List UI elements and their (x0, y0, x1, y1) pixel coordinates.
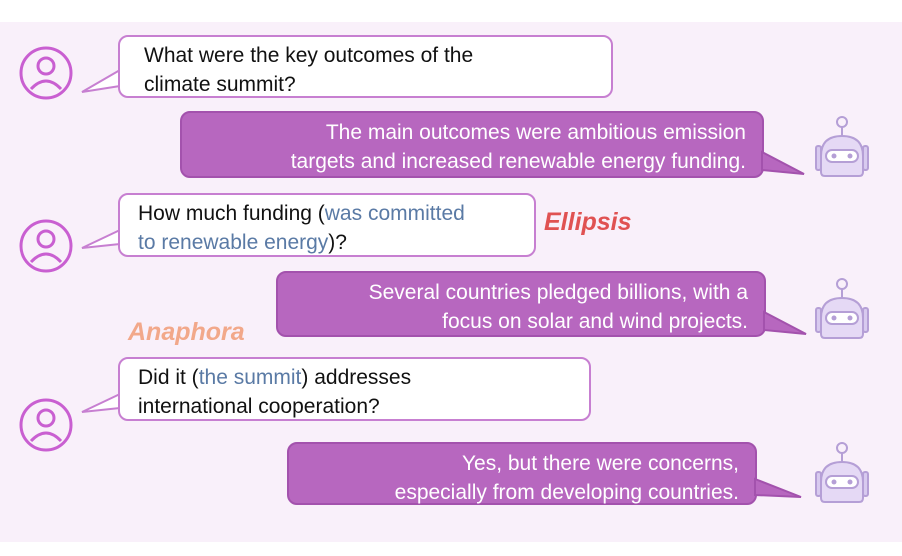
robot-icon (815, 278, 869, 339)
anaphora-label: Anaphora (128, 318, 245, 346)
message-line: Several countries pledged billions, with… (368, 281, 748, 304)
anaphora-resolved-text: the summit (198, 366, 302, 389)
bubble-tail (81, 229, 121, 249)
message-text: ) addresses (301, 366, 412, 389)
message-line: focus on solar and wind projects. (442, 310, 748, 333)
ellipsis-restored-text: was committed (324, 202, 465, 225)
assistant-message-2: Several countries pledged billions, with… (276, 271, 766, 337)
message-line: climate summit? (144, 73, 296, 96)
user-icon (19, 398, 73, 452)
user-message-1: What were the key outcomes of the climat… (118, 35, 613, 98)
bubble-tail (81, 393, 121, 413)
message-text: Did it ( (138, 366, 199, 389)
message-line: to renewable energy)? (138, 228, 518, 257)
user-icon (19, 46, 73, 100)
message-line: The main outcomes were ambitious emissio… (325, 121, 746, 144)
message-line: How much funding (was committed (138, 199, 518, 228)
user-icon (19, 219, 73, 273)
user-message-3: Did it (the summit) addresses internatio… (118, 357, 591, 421)
bubble-tail (761, 150, 805, 175)
assistant-message-3: Yes, but there were concerns, especially… (287, 442, 757, 505)
ellipsis-label: Ellipsis (544, 208, 632, 236)
message-line: especially from developing countries. (394, 481, 739, 504)
robot-icon (815, 442, 869, 503)
message-text: )? (328, 231, 347, 254)
user-message-2: How much funding (was committed to renew… (118, 193, 536, 257)
message-line: What were the key outcomes of the (144, 44, 474, 67)
bubble-tail (754, 477, 802, 498)
message-line: Yes, but there were concerns, (461, 452, 739, 475)
message-line: targets and increased renewable energy f… (290, 150, 746, 173)
message-text: How much funding ( (138, 202, 325, 225)
robot-icon (815, 116, 869, 177)
message-line: international cooperation? (138, 395, 380, 418)
bubble-tail (763, 310, 807, 335)
assistant-message-1: The main outcomes were ambitious emissio… (180, 111, 764, 178)
ellipsis-restored-text: to renewable energy (138, 231, 329, 254)
bubble-tail (81, 69, 121, 93)
message-line: Did it (the summit) addresses (138, 363, 573, 392)
